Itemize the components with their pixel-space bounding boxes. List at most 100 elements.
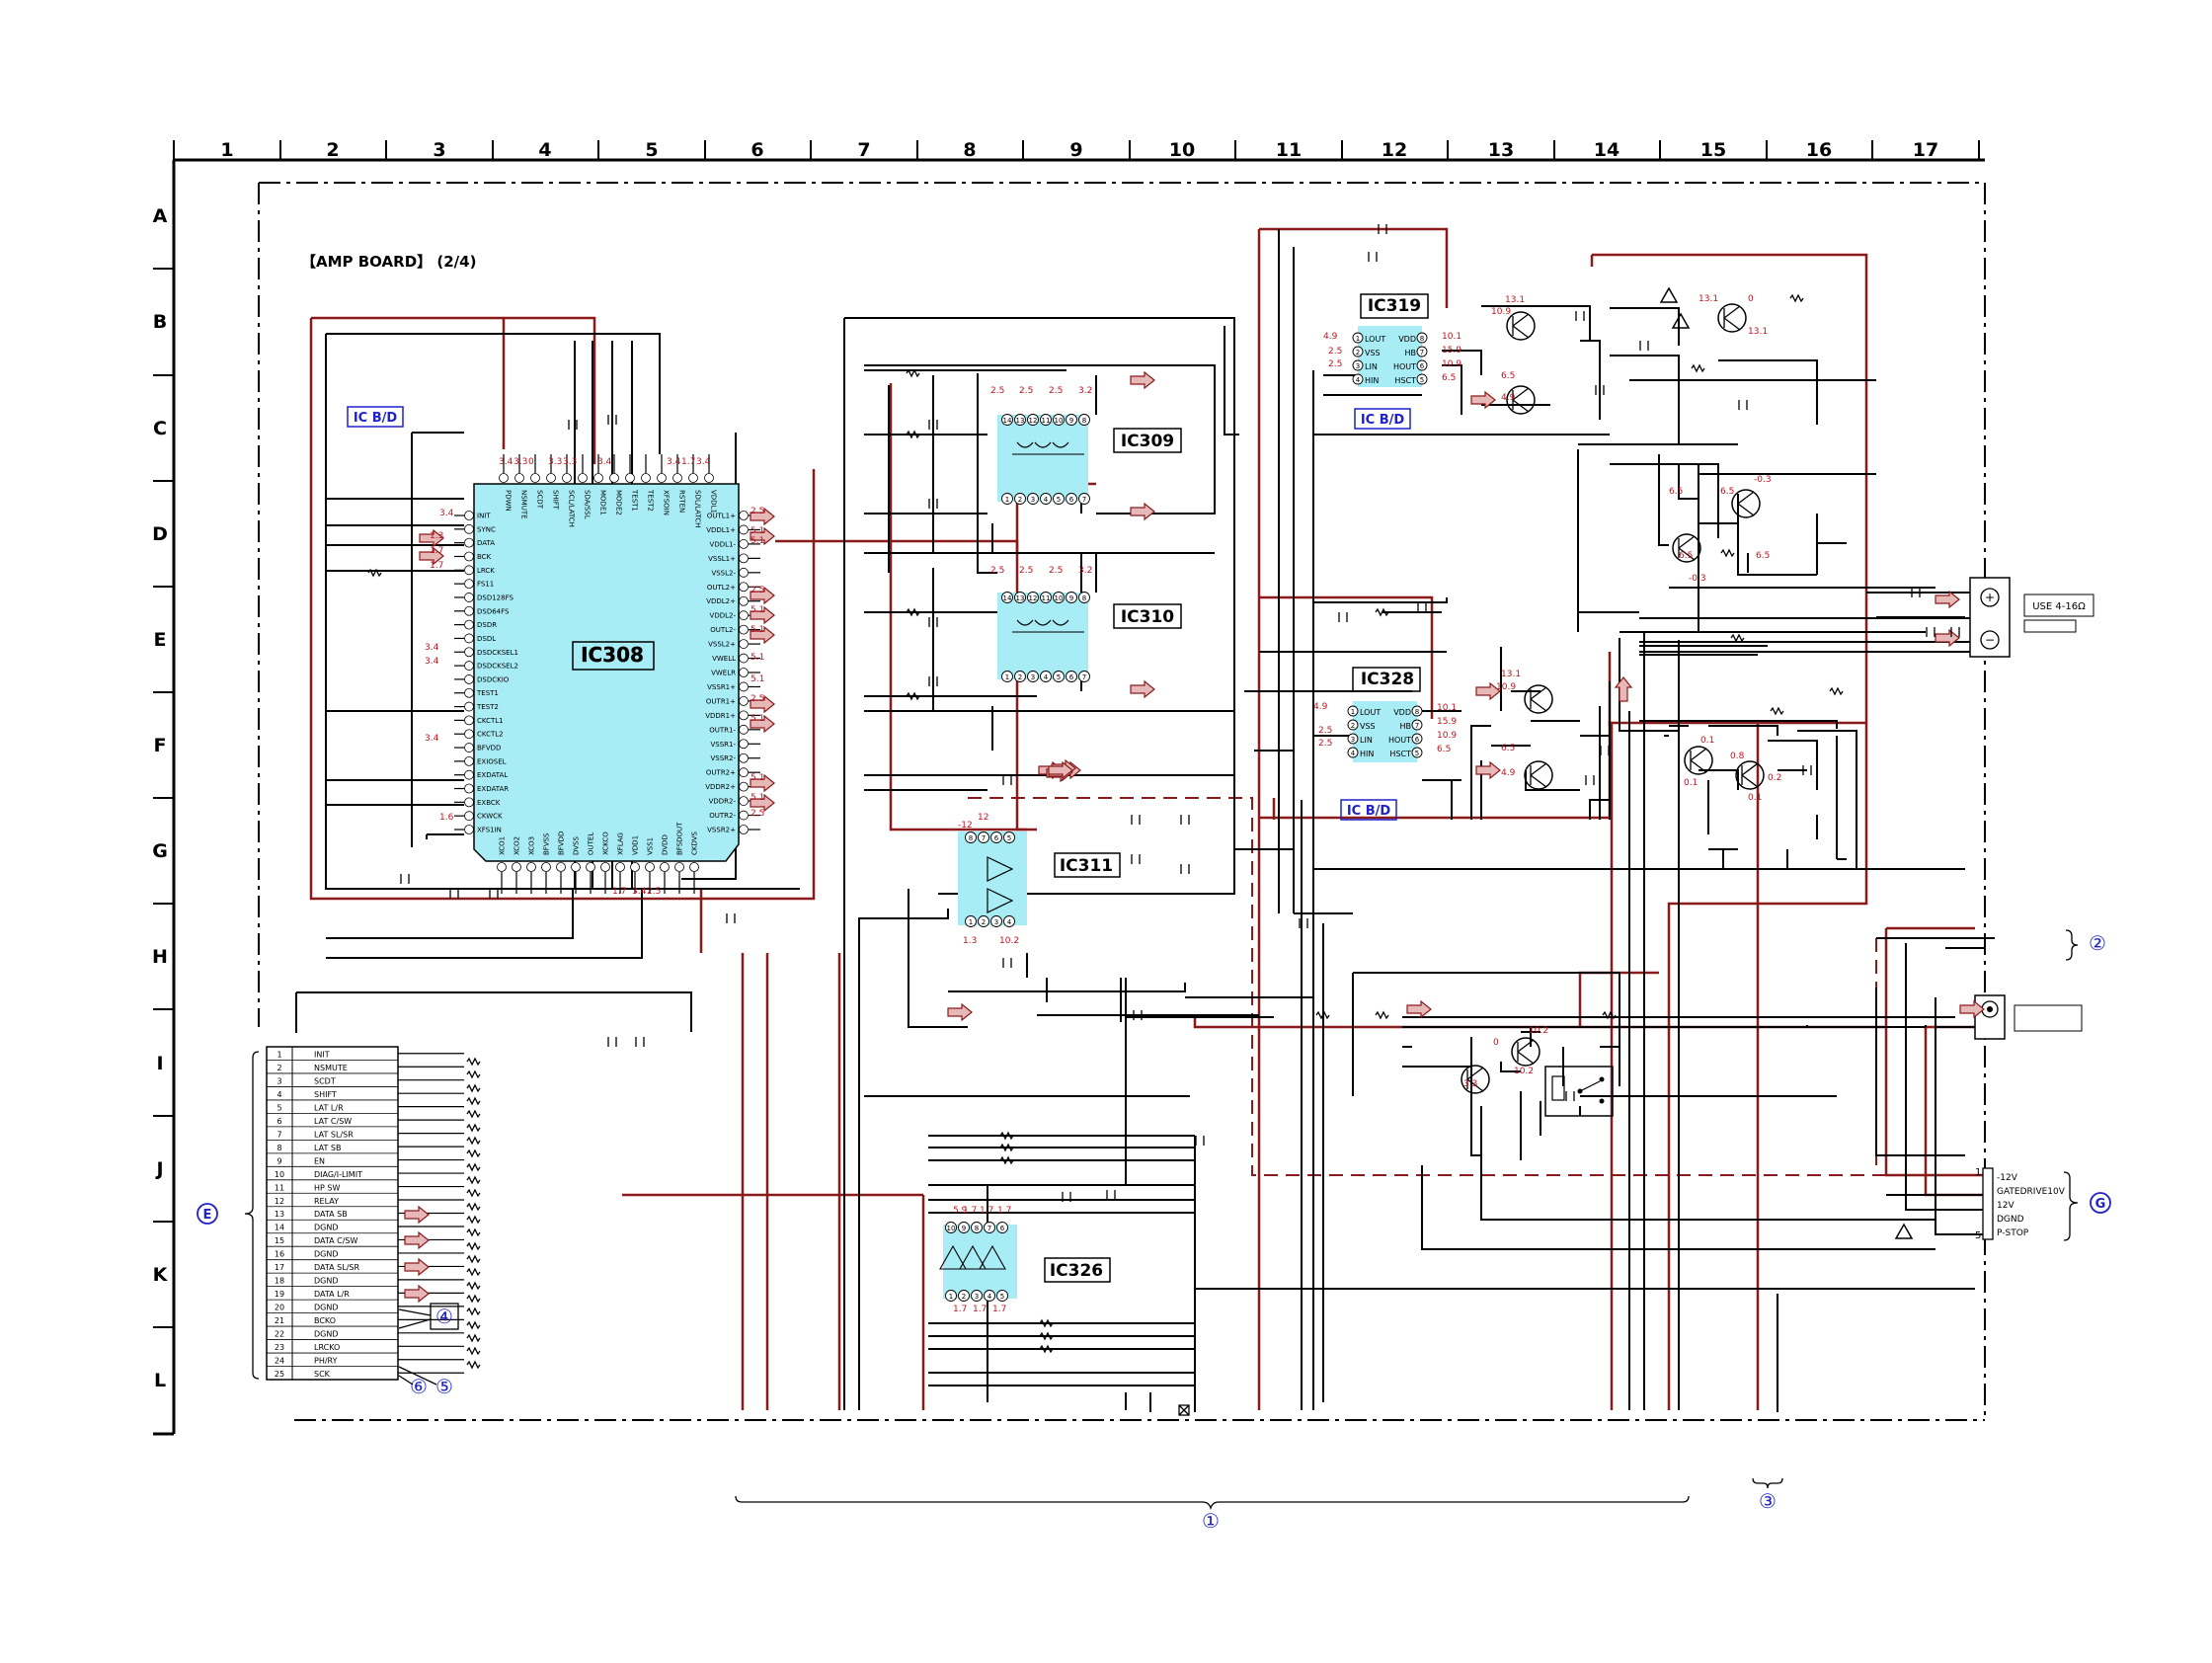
resistor	[466, 1057, 481, 1067]
ic308-pin-bubble	[739, 567, 749, 578]
voltage-label: 10.9	[1437, 731, 1457, 741]
ic-pin-bubble	[1078, 671, 1090, 682]
voltage-label: 2.5	[1019, 386, 1033, 396]
voltage-label: 0.1	[1684, 778, 1698, 788]
signal-arrow	[404, 1230, 430, 1250]
voltage-label: 3.4	[425, 657, 439, 667]
row-letter: G	[152, 840, 168, 862]
signal-arrow	[1130, 370, 1155, 390]
transistor-q-b15	[1717, 303, 1747, 333]
resistor	[1789, 293, 1804, 303]
connector-e-pin-number: 7	[276, 1130, 281, 1139]
ic308-pin-bubble	[739, 710, 749, 721]
ic308-pin-label: DATA	[477, 539, 495, 547]
ic-pin-number: 4	[988, 1293, 992, 1301]
ic-pin-number: 1	[969, 918, 973, 926]
ic-pin-number: 10	[1055, 417, 1064, 425]
ic308-pin-label: CKCTL1	[477, 717, 504, 725]
ic308-pin-label: VDDL1-	[710, 540, 737, 548]
ic308-pin-bubble	[464, 619, 474, 630]
voltage-label: 1.3	[963, 936, 977, 946]
ic308-pin-label: VDDR1+	[705, 712, 736, 720]
ic308-pin-bubble	[739, 752, 749, 763]
row-letter: B	[153, 311, 167, 333]
resistor	[466, 1083, 481, 1093]
voltage-label: 3.3	[514, 457, 527, 467]
ic-pin-label: HB	[1399, 722, 1411, 731]
ic308-pin-bubble	[739, 767, 749, 778]
voltage-label: -0.3	[1689, 574, 1706, 584]
ic308-pin-bubble	[739, 696, 749, 706]
ic308-pin-bubble	[464, 674, 474, 684]
voltage-label: 5.1	[750, 773, 764, 783]
ic308-pin-bubble	[562, 473, 572, 483]
ic-pin-number: 11	[1042, 594, 1051, 602]
ic-pin-bubble	[1066, 592, 1077, 603]
connector-e-pin-name: DATA SB	[314, 1210, 348, 1219]
resistor	[1039, 1318, 1054, 1328]
ic310-block: IC310	[997, 593, 1182, 679]
resistor	[466, 1320, 481, 1330]
ic-pin-number: 4	[1044, 673, 1049, 681]
ic-pin-bubble	[1078, 414, 1090, 426]
connector-e-pin-name: PH/RY	[314, 1357, 338, 1366]
connector-e-pin-number: 17	[275, 1263, 284, 1272]
ic308-pin-bubble	[578, 473, 588, 483]
ic308-pin-bubble	[641, 473, 651, 483]
ic-pin-bubble	[1053, 414, 1065, 426]
resistor	[1720, 548, 1735, 558]
ic-pin-bubble	[1066, 414, 1077, 426]
ic308-pin-label: EXIOSEL	[477, 757, 507, 765]
ic-pin-bubble	[978, 915, 989, 927]
signal-arrow	[404, 1284, 430, 1304]
connector-e-pin-name: LAT C/SW	[314, 1117, 352, 1126]
ic308-pin-bubble	[464, 537, 474, 548]
ic308-pin-label: SHIFT	[552, 490, 560, 511]
ic308-pin-label: XCO1	[499, 836, 507, 855]
ic-pin-number: 3	[1031, 673, 1035, 681]
ic-pin-number: 8	[1082, 417, 1086, 425]
ic-pin-number: 5	[1415, 750, 1419, 757]
ic308-pin-bubble	[464, 783, 474, 794]
ic-pin-bubble	[1040, 493, 1052, 505]
connector-e-pin-name: SCDT	[314, 1076, 336, 1085]
ic308-pin-label: SCDT	[536, 490, 544, 510]
resistor	[466, 1346, 481, 1356]
ic-pin-bubble	[1352, 359, 1364, 371]
voltage-label: 2.5	[1019, 566, 1033, 576]
ic-pin-bubble	[1003, 915, 1015, 927]
connector-e-pin-name: DGND	[314, 1304, 339, 1312]
voltage-label: 2.5	[1328, 359, 1342, 369]
ic-pin-bubble	[1347, 747, 1359, 758]
ic308-pin-bubble	[739, 724, 749, 735]
connector-e-pin-number: 2	[276, 1064, 281, 1072]
ic-pin-bubble	[1027, 671, 1039, 682]
voltage-label: 3.4	[439, 509, 454, 518]
resistor	[999, 1143, 1014, 1152]
ic308-pin-label: OUTR2-	[709, 812, 736, 820]
ic-pin-bubble	[1066, 671, 1077, 682]
ic-pin-bubble	[1352, 346, 1364, 357]
transistor-q-f15b	[1735, 760, 1765, 790]
ic-pin-bubble	[971, 1290, 983, 1302]
ic-pin-label: LIN	[1365, 362, 1378, 371]
column-number: 14	[1594, 139, 1620, 161]
ic-pin-number: 10	[947, 1225, 956, 1232]
column-number: 12	[1382, 139, 1407, 161]
ic-pin-bubble	[996, 1290, 1008, 1302]
ic308-pin-label: TEST1	[476, 689, 499, 697]
column-numbers: 1 2 3 4 5 6 7 8 9 10 11 12 13 14 15 16 1…	[220, 139, 1938, 161]
ic308-pin-label: INIT	[477, 513, 491, 520]
ic308-pin-label: CKCTL2	[477, 731, 504, 739]
ic308-pin-bubble	[739, 639, 749, 649]
ic308-pin-label: DVDD	[662, 834, 670, 855]
resistor	[466, 1333, 481, 1343]
connector-e-pin-name: DIAG/I-LIMIT	[314, 1170, 362, 1179]
resistor	[466, 1215, 481, 1225]
ic-pin-number: 4	[1044, 496, 1049, 504]
ic308-pin-label: BFVSS	[543, 832, 551, 855]
signal-arrow	[1130, 502, 1155, 521]
ic-pin-number: 1	[949, 1293, 953, 1301]
ic308-pin-bubble	[530, 473, 540, 483]
